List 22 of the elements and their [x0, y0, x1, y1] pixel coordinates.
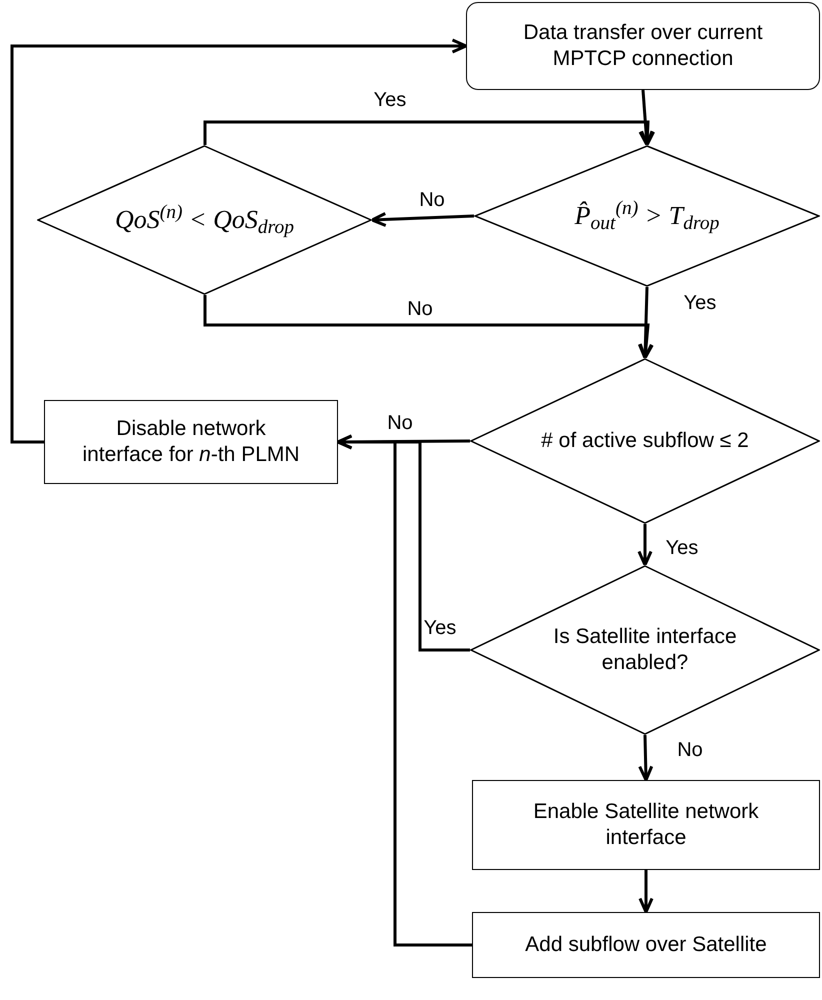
decision-diamond: [37, 145, 372, 295]
condition-text: # of active subflow ≤ 2: [540, 428, 750, 454]
arrow: [638, 870, 654, 914]
arrow: [370, 212, 474, 227]
arrow: [204, 295, 654, 360]
process-box: Data transfer over current MPTCP connection: [466, 2, 820, 90]
arrow: [10, 38, 468, 444]
process-box: Add subflow over Satellite: [472, 912, 820, 978]
condition-formula: P̂$_{out}$$^{(n)}$ > T$_{drop}$: [574, 200, 720, 232]
arrow: [336, 434, 472, 946]
arrow: [204, 120, 656, 146]
decision-diamond: [470, 565, 820, 735]
process-box: Disable network interface for n-th PLMN: [44, 400, 338, 484]
condition-text: Is Satellite interface enabled?: [552, 624, 738, 676]
arrow: [638, 90, 654, 146]
decision-diamond: [470, 358, 820, 524]
arrow: [638, 734, 654, 782]
arrow: [638, 524, 652, 566]
decision-diamond: [474, 145, 820, 287]
condition-formula: QoS$^{(n)}$ < QoS$_{drop}$: [115, 204, 294, 236]
arrow: [638, 286, 653, 360]
process-box: Enable Satellite network interface: [472, 780, 820, 870]
